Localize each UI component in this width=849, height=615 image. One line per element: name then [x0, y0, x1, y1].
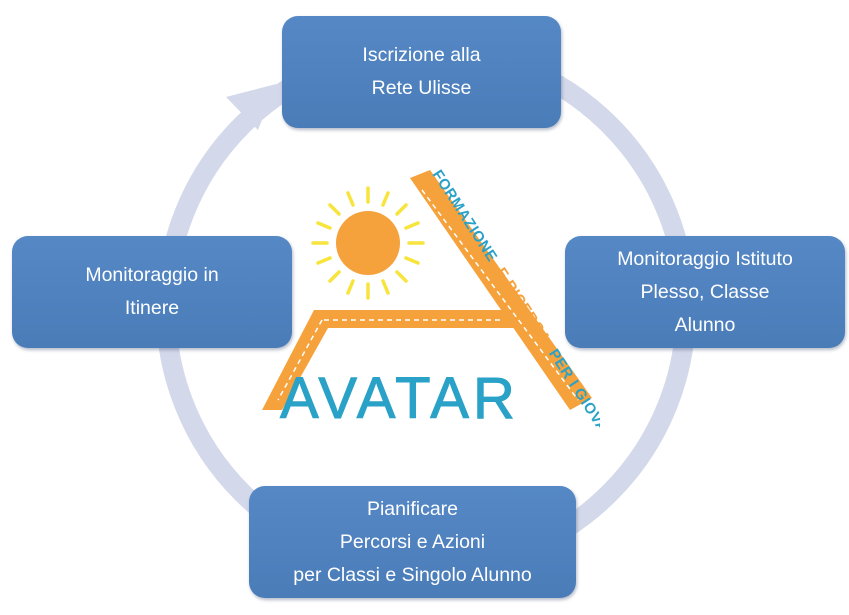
step-line: Iscrizione alla [362, 44, 481, 66]
step-box-pianificare: Pianificare Percorsi e Azioni per Classi… [249, 486, 576, 598]
step-line: per Classi e Singolo Alunno [293, 563, 532, 586]
step-line: Pianificare [366, 497, 459, 520]
logo-wordmark: AVATAR [280, 366, 519, 430]
sun-icon [311, 186, 425, 300]
step-line: Plesso, Classe [640, 280, 770, 303]
step-line: Monitoraggio in [85, 264, 219, 286]
avatar-logo: FORMAZIONE E RICERCA PER I GIOVANI AVATA… [262, 167, 600, 430]
step-line: Rete Ulisse [371, 77, 472, 99]
step-line: Percorsi e Azioni [339, 530, 486, 553]
step-line: Monitoraggio Istituto [617, 247, 793, 270]
step-line: Itinere [124, 297, 180, 319]
step-box-monitoraggio-istituto: Monitoraggio Istituto Plesso, Classe Alu… [565, 236, 845, 348]
step-box-iscrizione: Iscrizione alla Rete Ulisse [282, 16, 561, 128]
cycle-arrowhead-icon [226, 84, 276, 130]
logo-tagline-3: PER I GIOVANI [545, 346, 600, 430]
logo-a-shape [262, 170, 592, 410]
step-box-monitoraggio-itinere: Monitoraggio in Itinere [12, 236, 292, 348]
step-line: Alunno [674, 313, 736, 336]
